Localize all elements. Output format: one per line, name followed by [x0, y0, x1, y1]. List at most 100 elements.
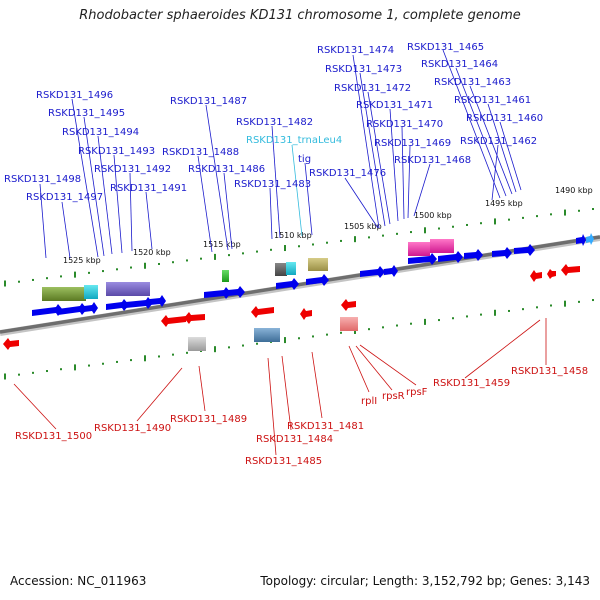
- scale-tick-1510: 1510 kbp: [274, 231, 312, 240]
- gene-label-rskd131-1488[interactable]: RSKD131_1488: [162, 147, 239, 158]
- scale-tick-1500: 1500 kbp: [414, 211, 452, 220]
- scale-tick-mark: [172, 353, 174, 356]
- scale-tick-1505: 1505 kbp: [344, 222, 382, 231]
- gene-label-rskd131-1468[interactable]: RSKD131_1468: [394, 155, 471, 166]
- scale-tick-mark: [172, 261, 174, 264]
- scale-tick-mark: [382, 234, 384, 237]
- scale-tick-1495: 1495 kbp: [485, 199, 523, 208]
- scale-tick-mark: [214, 253, 216, 260]
- scale-tick-mark: [130, 359, 132, 362]
- scale-tick-mark: [228, 254, 230, 257]
- scale-tick-1515: 1515 kbp: [203, 240, 241, 249]
- gene-label-rskd131-1472[interactable]: RSKD131_1472: [334, 83, 411, 94]
- gene-label-rskd131-1490[interactable]: RSKD131_1490: [94, 423, 171, 434]
- gene-label-rskd131-1474[interactable]: RSKD131_1474: [317, 45, 394, 56]
- scale-tick-mark: [214, 346, 216, 353]
- gene-label-rskd131-1476[interactable]: RSKD131_1476: [309, 168, 386, 179]
- gene-label-rskd131-1461[interactable]: RSKD131_1461: [454, 95, 531, 106]
- gene-label-rskd131-1484[interactable]: RSKD131_1484: [256, 434, 333, 445]
- scale-tick-mark: [354, 236, 356, 243]
- scale-tick-mark: [452, 225, 454, 228]
- gene-label-rskd131-trnaleu4[interactable]: RSKD131_trnaLeu4: [246, 135, 342, 146]
- scale-tick-mark: [340, 331, 342, 334]
- scale-tick-mark: [550, 304, 552, 307]
- scale-tick-labels: 1525 kbp 1520 kbp 1515 kbp 1510 kbp 1505…: [63, 186, 593, 265]
- accession-text: Accession: NC_011963: [10, 574, 147, 588]
- gene-label-rpsf[interactable]: rpsF: [406, 387, 428, 398]
- gene-label-rpli[interactable]: rplI: [361, 396, 377, 407]
- scale-tick-mark: [368, 236, 370, 239]
- gene-label-rskd131-1470[interactable]: RSKD131_1470: [366, 119, 443, 130]
- gene-label-rskd131-1464[interactable]: RSKD131_1464: [421, 59, 498, 70]
- gene-label-rskd131-1486[interactable]: RSKD131_1486: [188, 164, 265, 175]
- gene-label-rskd131-1489[interactable]: RSKD131_1489: [170, 414, 247, 425]
- gene-label-rskd131-1485[interactable]: RSKD131_1485: [245, 456, 322, 467]
- scale-tick-mark: [550, 213, 552, 216]
- gene-label-rskd131-1492[interactable]: RSKD131_1492: [94, 164, 171, 175]
- gene-label-rpsr[interactable]: rpsR: [382, 391, 405, 402]
- gene-label-rskd131-1463[interactable]: RSKD131_1463: [434, 77, 511, 88]
- scale-tick-1520: 1520 kbp: [133, 248, 171, 257]
- scale-tick-mark: [522, 216, 524, 219]
- scale-tick-mark: [312, 243, 314, 246]
- gene-label-rskd131-1482[interactable]: RSKD131_1482: [236, 117, 313, 128]
- gene-label-rskd131-1493[interactable]: RSKD131_1493: [78, 146, 155, 157]
- scale-tick-mark: [4, 280, 6, 287]
- scale-tick-mark: [242, 344, 244, 347]
- scale-tick-1525: 1525 kbp: [63, 256, 101, 265]
- reverse-genes: [3, 264, 580, 350]
- scale-tick-mark: [228, 346, 230, 349]
- scale-tick-mark: [144, 262, 146, 269]
- scale-tick-mark: [326, 333, 328, 336]
- scale-tick-mark: [438, 227, 440, 230]
- scale-tick-mark: [88, 364, 90, 367]
- gene-label-rskd131-1469[interactable]: RSKD131_1469: [374, 138, 451, 149]
- gene-label-rskd131-1473[interactable]: RSKD131_1473: [325, 64, 402, 75]
- gene-label-rskd131-1462[interactable]: RSKD131_1462: [460, 136, 537, 147]
- gene-label-tig[interactable]: tig: [298, 154, 311, 165]
- gene-label-rskd131-1458[interactable]: RSKD131_1458: [511, 366, 588, 377]
- gene-label-rskd131-1496[interactable]: RSKD131_1496: [36, 90, 113, 101]
- gene-label-rskd131-1459[interactable]: RSKD131_1459: [433, 378, 510, 389]
- scale-tick-mark: [424, 227, 426, 234]
- scale-tick-mark: [256, 250, 258, 253]
- scale-tick-mark: [102, 270, 104, 273]
- scale-tick-mark: [536, 306, 538, 309]
- gene-label-rskd131-1497[interactable]: RSKD131_1497: [26, 192, 103, 203]
- scale-tick-mark: [130, 266, 132, 269]
- gene-label-rskd131-1471[interactable]: RSKD131_1471: [356, 100, 433, 111]
- gene-label-rskd131-1465[interactable]: RSKD131_1465: [407, 42, 484, 53]
- scale-tick-mark: [410, 231, 412, 234]
- gene-label-rskd131-1491[interactable]: RSKD131_1491: [110, 183, 187, 194]
- scale-tick-mark: [578, 209, 580, 212]
- scale-tick-mark: [396, 232, 398, 235]
- scale-tick-1490: 1490 kbp: [555, 186, 593, 195]
- gene-label-rskd131-1500[interactable]: RSKD131_1500: [15, 431, 92, 442]
- scale-tick-mark: [116, 268, 118, 271]
- scale-tick-mark: [298, 337, 300, 340]
- gene-label-rskd131-1494[interactable]: RSKD131_1494: [62, 127, 139, 138]
- reverse-gene-labels: RSKD131_1458 RSKD131_1459 rplI rpsR rpsF…: [15, 366, 588, 467]
- reverse-leader-lines: [13, 318, 547, 456]
- scale-tick-mark: [396, 324, 398, 327]
- gene-label-rskd131-1483[interactable]: RSKD131_1483: [234, 179, 311, 190]
- gene-label-rskd131-1487[interactable]: RSKD131_1487: [170, 96, 247, 107]
- scale-tick-mark: [4, 373, 6, 380]
- scale-tick-mark: [508, 218, 510, 221]
- gene-label-rskd131-1495[interactable]: RSKD131_1495: [48, 108, 125, 119]
- gene-label-rskd131-1460[interactable]: RSKD131_1460: [466, 113, 543, 124]
- scale-tick-mark: [256, 342, 258, 345]
- scale-tick-mark: [74, 364, 76, 371]
- scale-tick-mark: [158, 262, 160, 265]
- scale-tick-mark: [480, 313, 482, 316]
- gene-label-rskd131-1481[interactable]: RSKD131_1481: [287, 421, 364, 432]
- scale-tick-mark: [424, 318, 426, 325]
- scale-tick-mark: [452, 317, 454, 320]
- gene-label-rskd131-1498[interactable]: RSKD131_1498: [4, 174, 81, 185]
- scale-tick-mark: [158, 355, 160, 358]
- scale-tick-mark: [508, 309, 510, 312]
- scale-tick-mark: [88, 271, 90, 274]
- scale-tick-mark: [564, 300, 566, 307]
